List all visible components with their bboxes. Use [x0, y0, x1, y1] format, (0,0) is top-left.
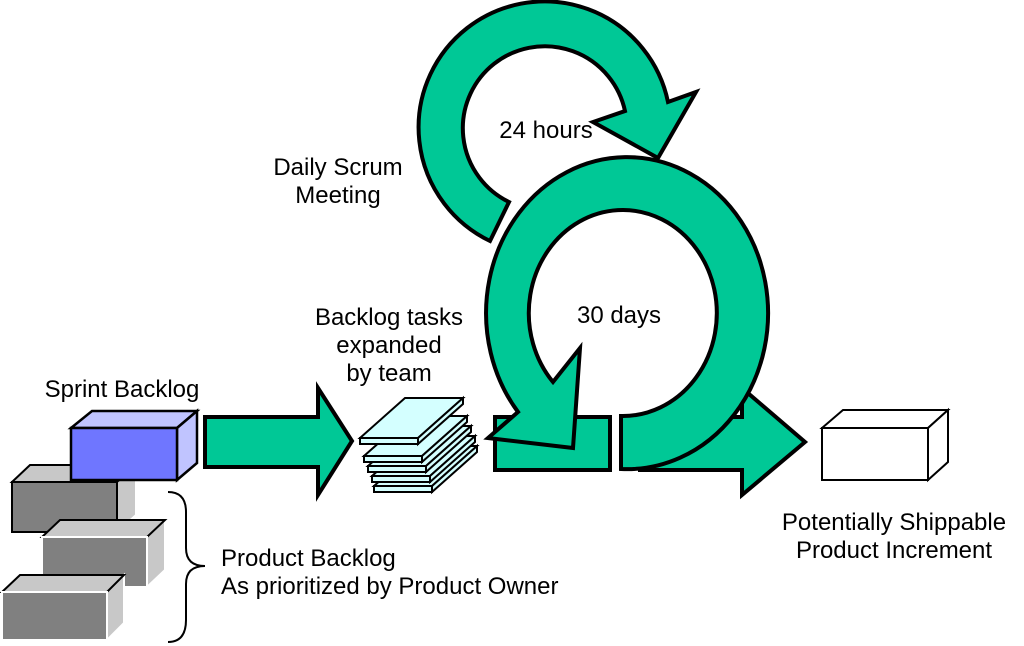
task-sheet-front — [367, 465, 427, 473]
backlog-tasks-label: by team — [346, 360, 431, 387]
sprint-cycle-label: 30 days — [577, 302, 661, 329]
product-backlog-item — [0, 572, 127, 643]
sprint-backlog-label: Sprint Backlog — [45, 376, 200, 403]
task-sheet-front — [371, 475, 431, 483]
daily-scrum-label: Meeting — [295, 182, 380, 209]
daily-scrum-label: Daily Scrum — [273, 154, 402, 181]
backlog-tasks-label: Backlog tasks — [315, 304, 463, 331]
sprint-backlog-box — [67, 408, 201, 483]
backlog-task-sheets — [357, 395, 480, 495]
product-backlog-label: Product Backlog — [221, 545, 396, 572]
sprint-to-tasks-arrow — [203, 381, 355, 502]
task-sheet-front — [373, 485, 433, 493]
product-backlog-sublabel: As prioritized by Product Owner — [221, 573, 558, 600]
task-sheet-front — [359, 437, 419, 445]
product-backlog-brace — [167, 491, 206, 643]
increment-arrow — [638, 383, 809, 500]
daily-cycle-label: 24 hours — [499, 117, 592, 144]
product-backlog-stack — [0, 462, 168, 643]
task-sheet-front — [363, 455, 423, 463]
daily-scrum-loop-arrow — [416, 0, 701, 244]
increment-label: Product Increment — [796, 537, 992, 564]
increment-box — [819, 407, 951, 483]
backlog-tasks-label: expanded — [336, 332, 441, 359]
increment-label: Potentially Shippable — [782, 509, 1006, 536]
sprint-loop-arrow — [483, 155, 771, 472]
